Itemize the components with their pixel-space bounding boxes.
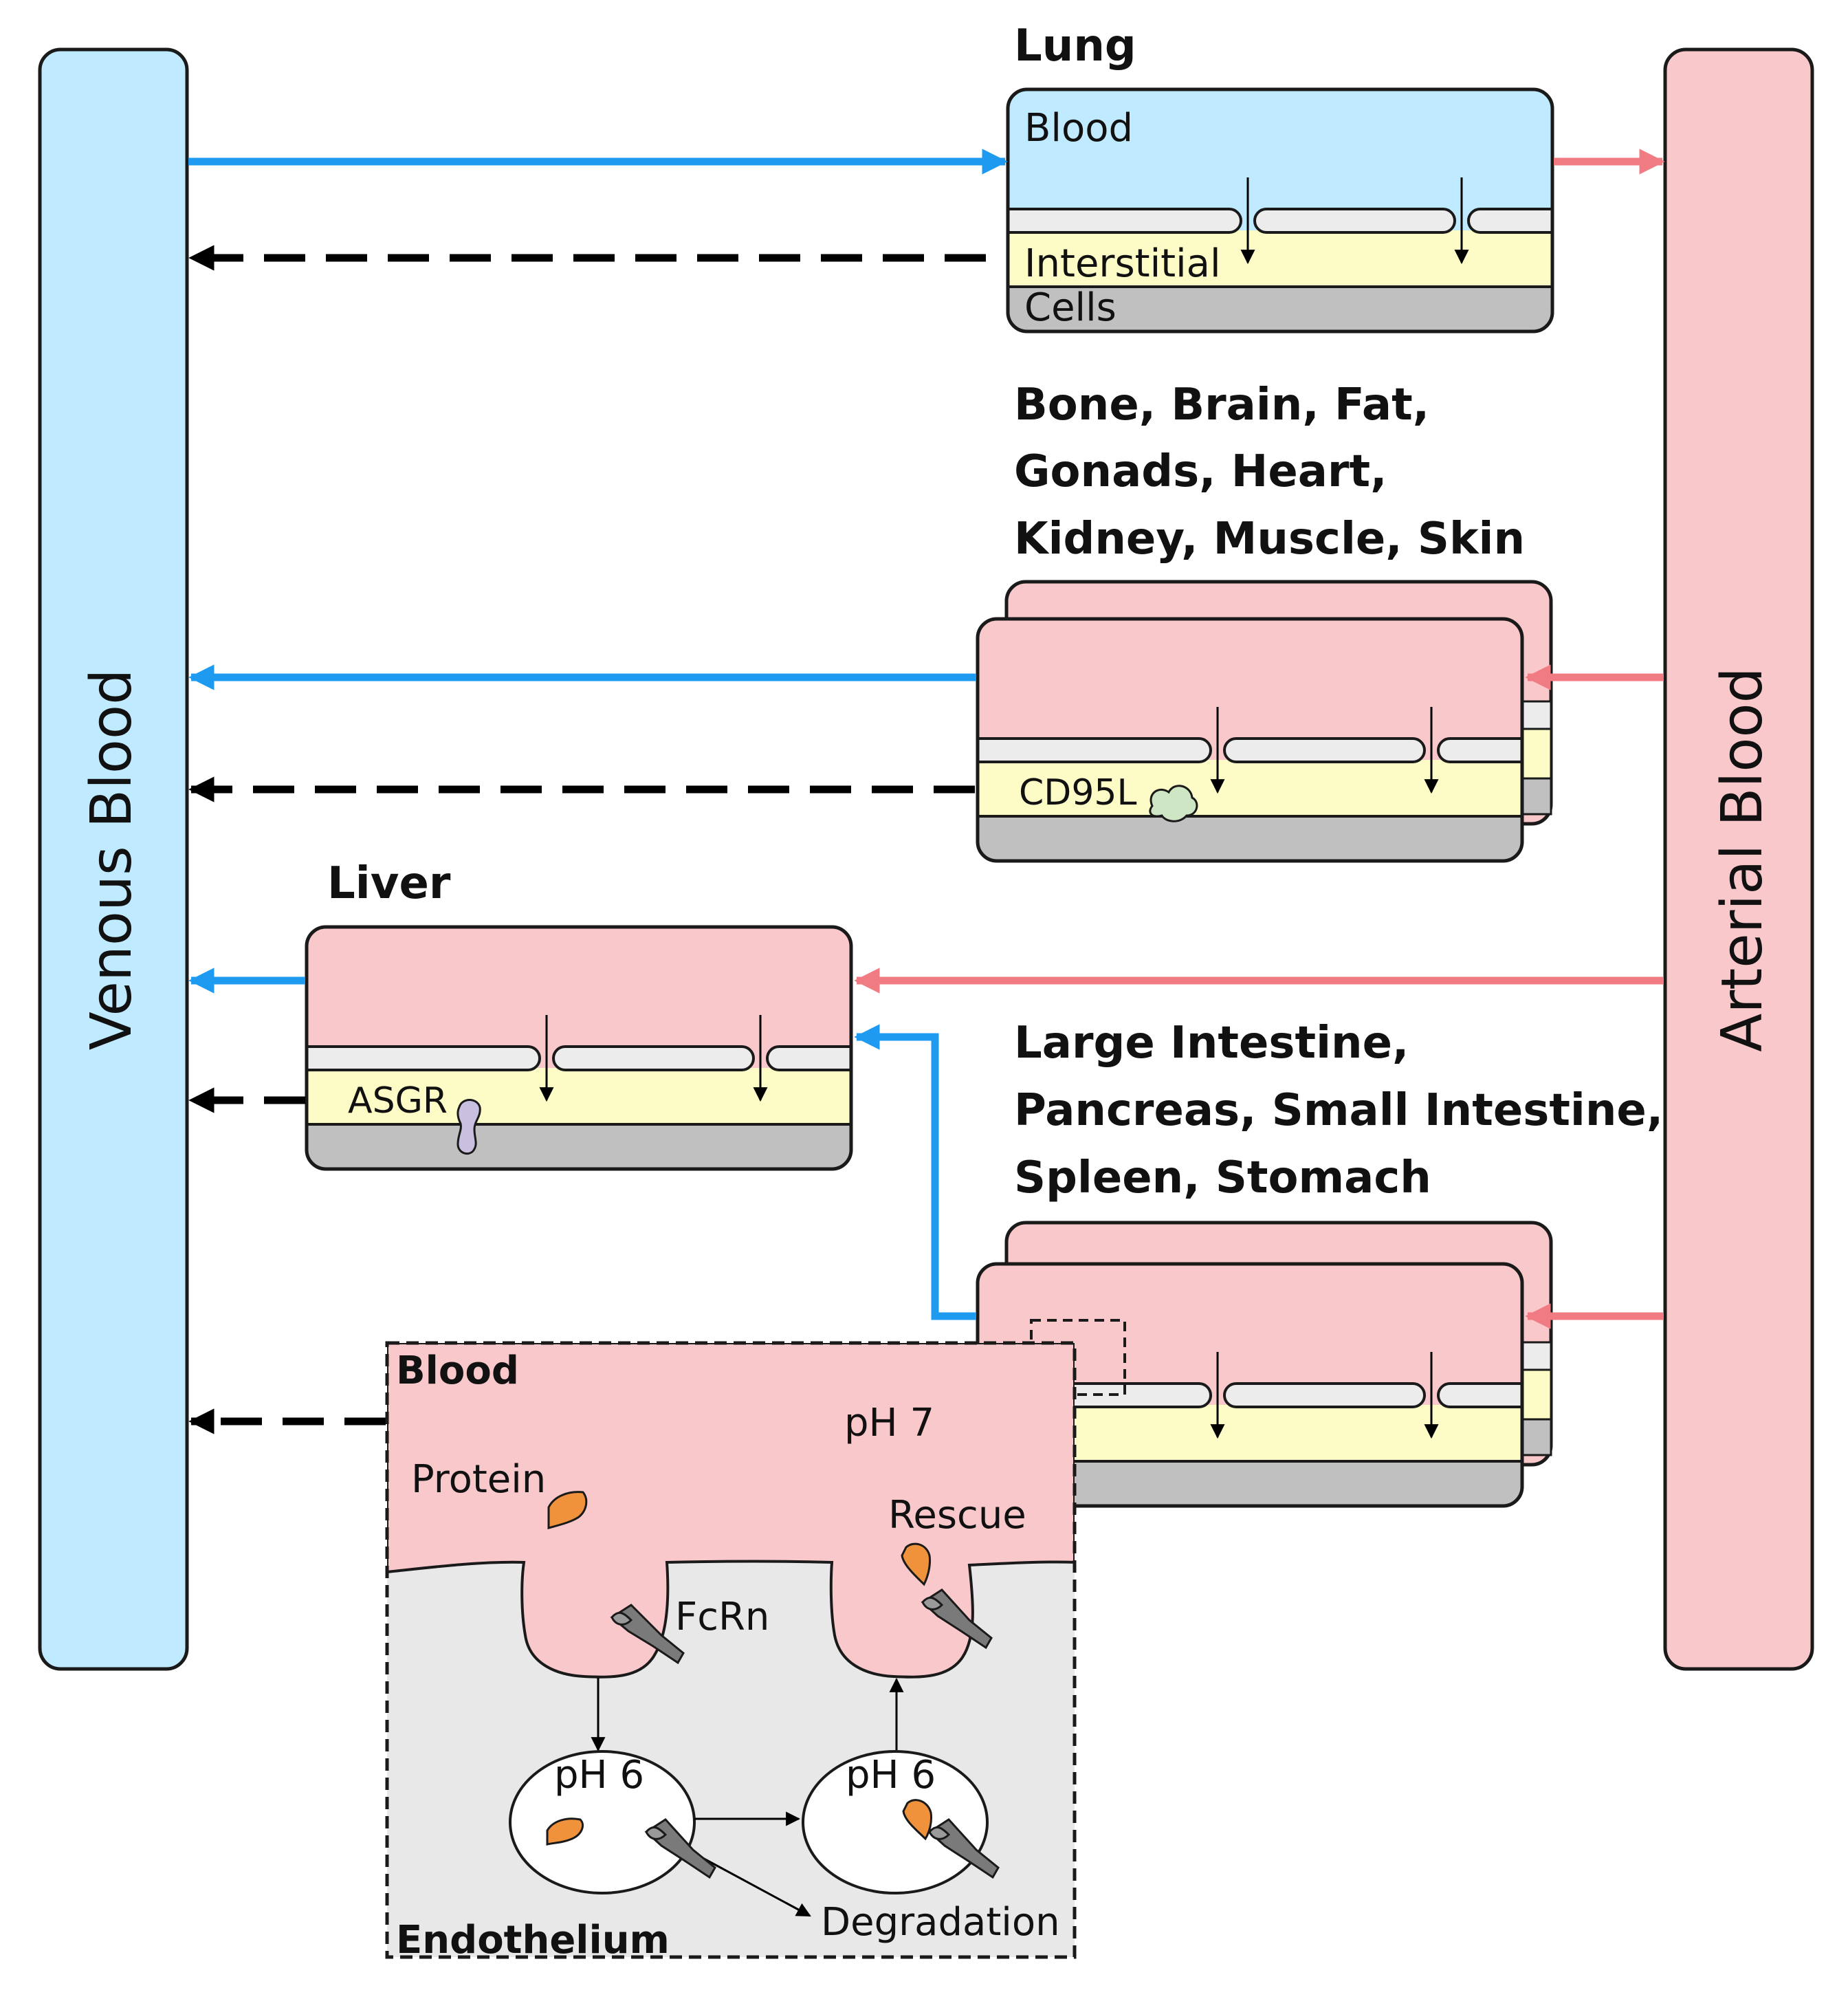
group2-title-line3: Spleen, Stomach bbox=[1014, 1153, 1431, 1203]
group1-title-line3: Kidney, Muscle, Skin bbox=[1014, 514, 1525, 565]
protein-label: Protein bbox=[411, 1457, 546, 1502]
ph6-left-label: pH 6 bbox=[554, 1753, 644, 1798]
endosome-protein-icon bbox=[546, 1817, 584, 1846]
degradation-label: Degradation bbox=[821, 1900, 1060, 1945]
endosome-right bbox=[802, 1750, 989, 1894]
fcrn-label: FcRn bbox=[675, 1595, 769, 1639]
flow-arrows bbox=[188, 149, 1665, 1434]
splanchnic-to-liver-arrow bbox=[854, 1024, 976, 1320]
asgr-receptor-icon bbox=[456, 1099, 481, 1155]
lung-blood-label: Blood bbox=[1024, 106, 1133, 151]
zoom-region-box bbox=[1030, 1319, 1126, 1396]
venous-blood-column: Venous Blood bbox=[38, 47, 189, 1671]
arterial-blood-label: Arterial Blood bbox=[1710, 667, 1775, 1051]
venous-blood-label: Venous Blood bbox=[79, 669, 144, 1051]
fcrn-receptor-icon bbox=[610, 1604, 685, 1665]
lung-interstitial-label: Interstitial bbox=[1024, 241, 1221, 286]
fcrn-receptor-endosome-right-icon bbox=[927, 1818, 1000, 1879]
ph6-right-label: pH 6 bbox=[846, 1753, 936, 1798]
lung-cells-label: Cells bbox=[1024, 285, 1116, 330]
group2-title-line1: Large Intestine, bbox=[1014, 1018, 1409, 1069]
lung-title: Lung bbox=[1014, 21, 1136, 72]
asgr-label: ASGR bbox=[348, 1080, 448, 1122]
fcrn-receptor-rescue-icon bbox=[921, 1588, 993, 1650]
group1-title-line1: Bone, Brain, Fat, bbox=[1014, 380, 1429, 430]
cd95l-receptor-icon bbox=[1149, 785, 1198, 822]
rescue-label: Rescue bbox=[888, 1493, 1026, 1538]
arterial-blood-column: Arterial Blood bbox=[1663, 47, 1814, 1671]
lung-membrane bbox=[1008, 208, 1242, 234]
fcrn-receptor-endosome-left-icon bbox=[644, 1818, 716, 1879]
bound-protein-icon bbox=[902, 1799, 932, 1841]
rescue-protein-icon bbox=[901, 1542, 931, 1586]
endosome-left bbox=[509, 1750, 696, 1894]
group1-title-line2: Gonads, Heart, bbox=[1014, 446, 1387, 497]
fcrn-inset: Blood pH 7 Protein Rescue FcRn pH 6 pH 6… bbox=[385, 1341, 1077, 1963]
protein-icon bbox=[547, 1491, 588, 1529]
group2-title-line2: Pancreas, Small Intestine, bbox=[1014, 1085, 1663, 1136]
lung-compartment: Lung Blood Interstitial Cells bbox=[1006, 21, 1554, 334]
endothelium-label: Endothelium bbox=[396, 1918, 670, 1963]
liver-compartment: Liver ASGR bbox=[305, 858, 853, 1171]
ph7-label: pH 7 bbox=[844, 1401, 934, 1445]
group1-tissues: Bone, Brain, Fat, Gonads, Heart, Kidney,… bbox=[976, 380, 1553, 863]
cd95l-label: CD95L bbox=[1019, 772, 1137, 813]
inset-blood-label: Blood bbox=[396, 1348, 519, 1393]
liver-membrane bbox=[307, 1045, 541, 1071]
group1-membrane bbox=[978, 737, 1212, 763]
liver-title: Liver bbox=[327, 858, 451, 909]
inset-blood-region bbox=[387, 1343, 1075, 1679]
